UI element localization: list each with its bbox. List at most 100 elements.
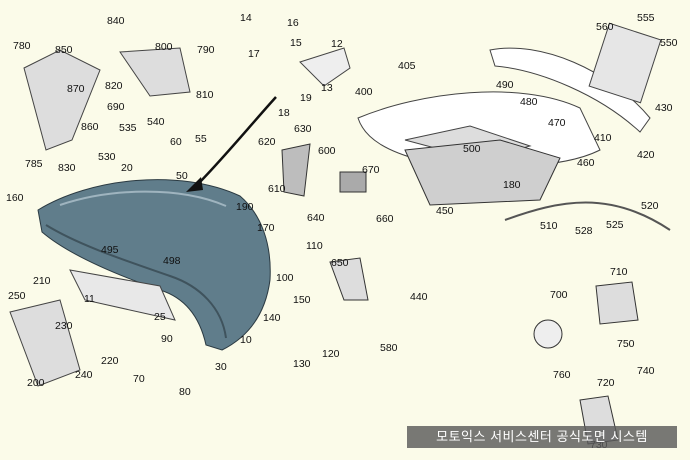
upper-spoiler (489, 47, 651, 133)
callout-830[interactable]: 830 (58, 162, 76, 174)
callout-420[interactable]: 420 (637, 149, 655, 161)
callout-860[interactable]: 860 (81, 121, 99, 133)
callout-820[interactable]: 820 (105, 80, 123, 92)
callout-495[interactable]: 495 (101, 244, 119, 256)
callout-500[interactable]: 500 (463, 143, 481, 155)
callout-490[interactable]: 490 (496, 79, 514, 91)
callout-870[interactable]: 870 (67, 83, 85, 95)
callout-430[interactable]: 430 (655, 102, 673, 114)
callout-50[interactable]: 50 (176, 170, 188, 182)
callout-15[interactable]: 15 (290, 37, 302, 49)
callout-640[interactable]: 640 (307, 212, 325, 224)
callout-220[interactable]: 220 (101, 355, 119, 367)
bracket-200 (9, 299, 81, 387)
housing-610 (281, 143, 311, 197)
callout-19[interactable]: 19 (300, 92, 312, 104)
callout-17[interactable]: 17 (248, 48, 260, 60)
callout-660[interactable]: 660 (376, 213, 394, 225)
callout-60[interactable]: 60 (170, 136, 182, 148)
callout-13[interactable]: 13 (321, 82, 333, 94)
callout-190[interactable]: 190 (236, 201, 254, 213)
callout-25[interactable]: 25 (154, 311, 166, 323)
callout-555[interactable]: 555 (637, 12, 655, 24)
callout-210[interactable]: 210 (33, 275, 51, 287)
callout-30[interactable]: 30 (215, 361, 227, 373)
callout-610[interactable]: 610 (268, 183, 286, 195)
callout-510[interactable]: 510 (540, 220, 558, 232)
callout-850[interactable]: 850 (55, 44, 73, 56)
bracket-850 (23, 49, 101, 151)
callout-110[interactable]: 110 (306, 240, 323, 252)
callout-670[interactable]: 670 (362, 164, 380, 176)
callout-720[interactable]: 720 (597, 377, 615, 389)
callout-120[interactable]: 120 (322, 348, 340, 360)
callout-560[interactable]: 560 (596, 21, 614, 33)
callout-70[interactable]: 70 (133, 373, 145, 385)
bumper-cover-shadow (45, 224, 227, 339)
callout-80[interactable]: 80 (179, 386, 191, 398)
callout-760[interactable]: 760 (553, 369, 571, 381)
callout-530[interactable]: 530 (98, 151, 116, 163)
callout-410[interactable]: 410 (594, 132, 612, 144)
callout-11[interactable]: 11 (84, 293, 95, 305)
callout-230[interactable]: 230 (55, 320, 73, 332)
callout-20[interactable]: 20 (121, 162, 133, 174)
callout-405[interactable]: 405 (398, 60, 416, 72)
callout-780[interactable]: 780 (13, 40, 31, 52)
callout-630[interactable]: 630 (294, 123, 312, 135)
callout-140[interactable]: 140 (263, 312, 281, 324)
callout-100[interactable]: 100 (276, 272, 294, 284)
callout-160[interactable]: 160 (6, 192, 24, 204)
callout-525[interactable]: 525 (606, 219, 624, 231)
callout-12[interactable]: 12 (331, 38, 343, 50)
callout-14[interactable]: 14 (240, 12, 252, 24)
callout-800[interactable]: 800 (155, 41, 173, 53)
callout-650[interactable]: 650 (331, 257, 349, 269)
callout-580[interactable]: 580 (380, 342, 398, 354)
callout-750[interactable]: 750 (617, 338, 635, 350)
callout-600[interactable]: 600 (318, 145, 336, 157)
callout-480[interactable]: 480 (520, 96, 538, 108)
callout-550[interactable]: 550 (660, 37, 678, 49)
bracket-800 (119, 47, 191, 97)
callout-840[interactable]: 840 (107, 15, 125, 27)
callout-740[interactable]: 740 (637, 365, 655, 377)
bumper-cover-highlight (59, 190, 227, 207)
callout-540[interactable]: 540 (147, 116, 165, 128)
callout-240[interactable]: 240 (75, 369, 93, 381)
callout-150[interactable]: 150 (293, 294, 311, 306)
cover-12 (299, 47, 351, 87)
callout-785[interactable]: 785 (25, 158, 43, 170)
callout-450[interactable]: 450 (436, 205, 454, 217)
callout-520[interactable]: 520 (641, 200, 659, 212)
callout-528[interactable]: 528 (575, 225, 593, 237)
callout-440[interactable]: 440 (410, 291, 428, 303)
callout-10[interactable]: 10 (240, 334, 252, 346)
callout-130[interactable]: 130 (293, 358, 311, 370)
callout-90[interactable]: 90 (161, 333, 173, 345)
callout-16[interactable]: 16 (287, 17, 299, 29)
callout-810[interactable]: 810 (196, 89, 214, 101)
callout-700[interactable]: 700 (550, 289, 568, 301)
callout-470[interactable]: 470 (548, 117, 566, 129)
callout-710[interactable]: 710 (610, 266, 628, 278)
callout-18[interactable]: 18 (278, 107, 290, 119)
callout-180[interactable]: 180 (503, 179, 521, 191)
callout-790[interactable]: 790 (197, 44, 215, 56)
callout-460[interactable]: 460 (577, 157, 595, 169)
callout-498[interactable]: 498 (163, 255, 181, 267)
callout-620[interactable]: 620 (258, 136, 276, 148)
callout-535[interactable]: 535 (119, 122, 137, 134)
arrow-line (195, 96, 277, 187)
callout-55[interactable]: 55 (195, 133, 207, 145)
bracket-710 (595, 281, 639, 325)
callout-690[interactable]: 690 (107, 101, 125, 113)
callout-400[interactable]: 400 (355, 86, 373, 98)
callout-200[interactable]: 200 (27, 377, 45, 389)
callout-250[interactable]: 250 (8, 290, 26, 302)
exhaust-tip-700 (533, 319, 563, 349)
callout-170[interactable]: 170 (257, 222, 275, 234)
bumper-cover (37, 179, 271, 351)
